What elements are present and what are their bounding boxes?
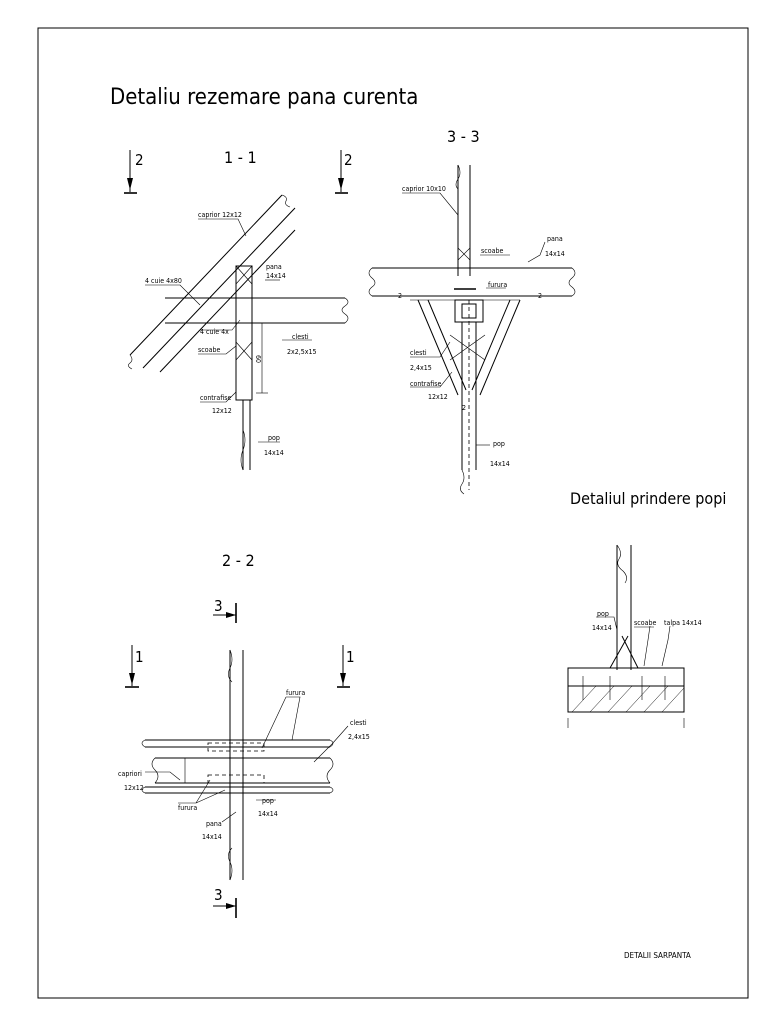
label-pana-2-2: pana: [206, 820, 222, 828]
section-1-1-title: 1 - 1: [224, 148, 257, 167]
svg-text:2: 2: [135, 151, 144, 169]
label-pop-size-detail: 14x14: [592, 624, 612, 632]
label-clesti: clesti: [292, 333, 309, 341]
label-pop-2-2: pop: [262, 797, 274, 805]
section-3-3-title: 3 - 3: [447, 127, 480, 146]
marker-2-left: 2: [398, 292, 402, 300]
label-pop-size-2-2: 14x14: [258, 810, 278, 818]
label-contrafise-size: 12x12: [212, 407, 232, 415]
post-1-1: [235, 265, 253, 471]
svg-text:60: 60: [254, 355, 262, 363]
label-pop-detail: pop: [597, 610, 609, 618]
section-marker-3-top: 3: [213, 597, 237, 623]
label-pana: pana: [266, 263, 282, 271]
label-capriori-size: 12x12: [124, 784, 144, 792]
label-furura-bottom: furura: [178, 804, 197, 812]
section-1-1: 1 - 1 2 2: [124, 148, 353, 471]
label-furura-top: furura: [286, 689, 305, 697]
label-scoabe: scoabe: [198, 346, 220, 354]
section-marker-3-bottom: 3: [213, 886, 237, 918]
svg-text:3: 3: [214, 597, 223, 615]
section-marker-1-right: 1: [337, 645, 355, 688]
label-contrafise-size-3-3: 12x12: [428, 393, 448, 401]
svg-text:1: 1: [346, 648, 355, 666]
label-talpa: talpa 14x14: [664, 619, 702, 627]
label-pana-size-3-3: 14x14: [545, 250, 565, 258]
sheet-frame: [37, 27, 749, 999]
label-clesti-size: 2x2,5x15: [287, 348, 316, 356]
label-contrafise: contrafise: [200, 394, 231, 402]
label-pana-size: 14x14: [266, 272, 286, 280]
label-clesti-2-2: clesti: [350, 719, 367, 727]
drawing-title: Detaliu rezemare pana curenta: [110, 85, 418, 110]
label-furura-3-3: furura: [488, 281, 507, 289]
footer-title: DETALII SARPANTA: [624, 951, 691, 960]
label-4-cuie-4x80: 4 cuie 4x80: [145, 277, 182, 285]
detail-prindere-popi: Detaliul prindere popi: [567, 489, 726, 728]
label-caprior-12x12: caprior 12x12: [198, 211, 242, 219]
label-scoabe-3-3: scoabe: [481, 247, 503, 255]
label-pana-3-3: pana: [547, 235, 563, 243]
label-clesti-size-3-3: 2,4x15: [410, 364, 432, 372]
label-clesti-size-2-2: 2,4x15: [348, 733, 370, 741]
svg-text:3: 3: [214, 886, 223, 904]
section-marker-right: 2: [335, 150, 353, 194]
marker-2-right: 2: [538, 292, 542, 300]
label-capriori: capriori: [118, 770, 142, 778]
label-4-cuie-4x: 4 cuie 4x: [200, 328, 229, 336]
svg-text:2: 2: [344, 151, 353, 169]
detail-popi-title: Detaliul prindere popi: [570, 489, 726, 508]
label-caprior-10x10: caprior 10x10: [402, 185, 446, 193]
label-scoabe-detail: scoabe: [634, 619, 656, 627]
section-2-2: 2 - 2 3 3 1 1: [118, 551, 370, 918]
label-contrafise-3-3: contrafise: [410, 380, 441, 388]
label-pop-size-3-3: 14x14: [490, 460, 510, 468]
section-2-2-title: 2 - 2: [222, 551, 255, 570]
label-pop-3-3: pop: [493, 440, 505, 448]
label-pop: pop: [268, 434, 280, 442]
marker-2-bottom: 2: [462, 404, 466, 412]
section-marker-1-left: 1: [125, 645, 144, 688]
section-3-3: 3 - 3 2 2 2: [368, 127, 576, 495]
section-marker-left: 2: [124, 150, 144, 194]
svg-text:1: 1: [135, 648, 144, 666]
rafter-diagonal: [128, 194, 296, 373]
label-pop-size: 14x14: [264, 449, 284, 457]
label-clesti-3-3: clesti: [410, 349, 427, 357]
label-pana-size-2-2: 14x14: [202, 833, 222, 841]
